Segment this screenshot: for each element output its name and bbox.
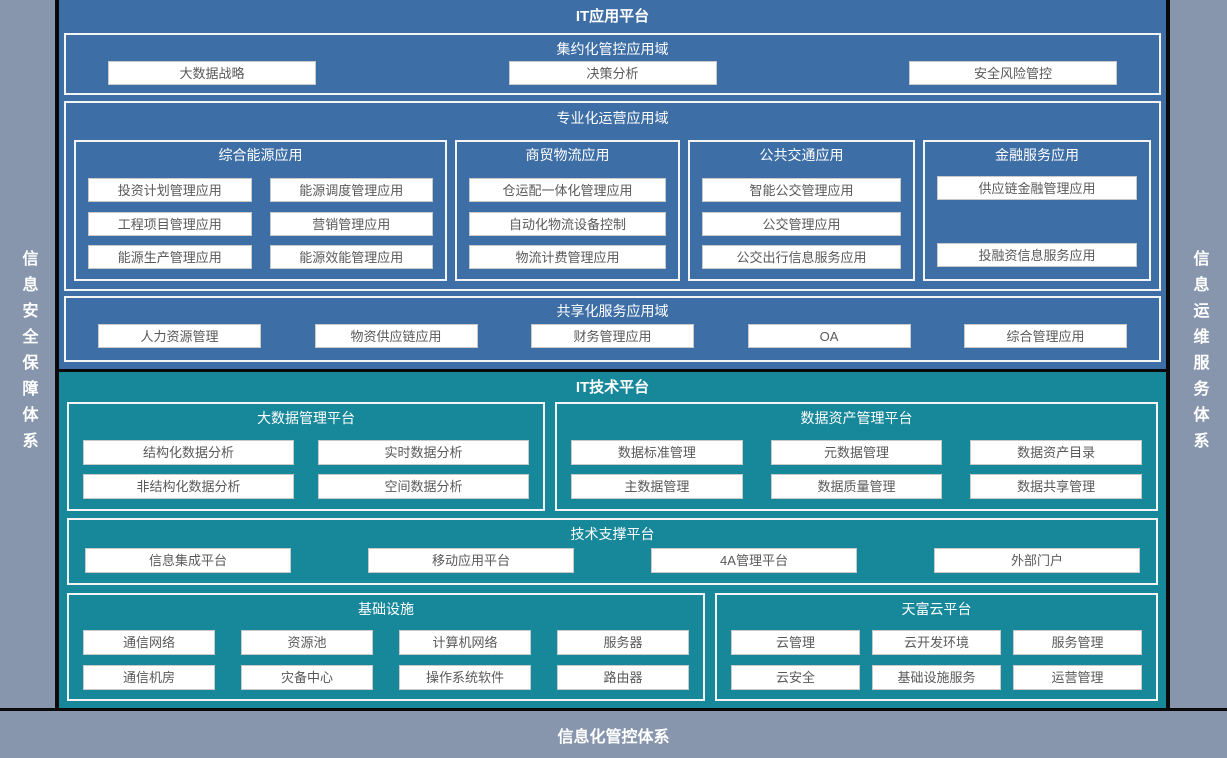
item-box: 物资供应链应用	[314, 324, 478, 348]
item-box: 云开发环境	[872, 630, 1001, 656]
group-box-energy: 综合能源应用 投资计划管理应用能源调度管理应用工程项目管理应用营销管理应用能源生…	[74, 140, 447, 281]
group-title-logistics: 商贸物流应用	[525, 147, 610, 163]
item-box: 通信网络	[83, 630, 215, 656]
item-box: 工程项目管理应用	[88, 211, 252, 236]
right-rail: 信息运维服务体系	[1170, 0, 1227, 708]
item-box: 公交管理应用	[702, 211, 901, 236]
item-box: 自动化物流设备控制	[469, 211, 666, 236]
item-box: 操作系统软件	[399, 664, 531, 690]
intensive-items: 大数据战略 决策分析 安全风险管控	[66, 61, 1159, 85]
bottom-bar: 信息化管控体系	[0, 711, 1227, 758]
item-box: 数据标准管理	[571, 439, 743, 465]
tech-title-bigdata: 大数据管理平台	[257, 410, 355, 426]
tech-items-cloud: 云管理云开发环境服务管理云安全基础设施服务运营管理	[731, 621, 1142, 699]
bottom-bar-label: 信息化管控体系	[557, 728, 670, 746]
app-platform-title: IT应用平台	[575, 8, 650, 25]
app-platform-section: IT应用平台 集约化管控应用域 大数据战略 决策分析 安全风险管控 专业化运营应用域…	[59, 0, 1166, 369]
tech-title-dataasset: 数据资产管理平台	[800, 410, 913, 426]
professional-groups-row: 综合能源应用 投资计划管理应用能源调度管理应用工程项目管理应用营销管理应用能源生…	[74, 140, 1151, 281]
item-box: 资源池	[241, 630, 373, 656]
item-box: 服务管理	[1013, 630, 1142, 656]
item-box: 运营管理	[1013, 664, 1142, 690]
item-box: 结构化数据分析	[83, 439, 294, 465]
item-box: 大数据战略	[108, 61, 316, 85]
group-items-transport: 智能公交管理应用公交管理应用公交出行信息服务应用	[702, 168, 901, 279]
tech-box-bigdata: 大数据管理平台 结构化数据分析实时数据分析非结构化数据分析空间数据分析	[67, 402, 545, 511]
group-items-finance: 供应链金融管理应用投融资信息服务应用	[937, 168, 1137, 279]
shared-domain-box: 共享化服务应用域 人力资源管理 物资供应链应用 财务管理应用 OA 综合管理应用	[64, 296, 1161, 362]
item-box: 能源效能管理应用	[269, 245, 433, 270]
item-box: 灾备中心	[241, 664, 373, 690]
item-box: 营销管理应用	[269, 211, 433, 236]
item-box: 物流计费管理应用	[469, 245, 666, 270]
item-box: 数据共享管理	[970, 474, 1142, 500]
group-box-transport: 公共交通应用 智能公交管理应用公交管理应用公交出行信息服务应用	[688, 140, 915, 281]
group-title-energy: 综合能源应用	[218, 147, 303, 163]
group-box-logistics: 商贸物流应用 仓运配一体化管理应用自动化物流设备控制物流计费管理应用	[455, 140, 680, 281]
item-box: 智能公交管理应用	[702, 177, 901, 202]
item-box: 空间数据分析	[318, 474, 529, 500]
item-box: 元数据管理	[770, 439, 943, 465]
item-box: 能源生产管理应用	[88, 245, 252, 270]
item-box: 计算机网络	[399, 630, 531, 656]
item-box: 数据资产目录	[970, 439, 1142, 465]
item-box: 供应链金融管理应用	[937, 176, 1137, 200]
right-rail-label: 信息运维服务体系	[1190, 250, 1208, 458]
tech-title-cloud: 天富云平台	[901, 601, 972, 617]
left-rail: 信息安全保障体系	[0, 0, 55, 708]
item-box: 投资计划管理应用	[88, 177, 252, 202]
tech-items-bigdata: 结构化数据分析实时数据分析非结构化数据分析空间数据分析	[83, 430, 529, 509]
item-box: 决策分析	[508, 61, 717, 85]
item-box: 信息集成平台	[85, 548, 291, 573]
shared-items: 人力资源管理 物资供应链应用 财务管理应用 OA 综合管理应用	[66, 322, 1159, 348]
item-box: 公交出行信息服务应用	[702, 245, 901, 270]
item-box: 人力资源管理	[98, 324, 261, 348]
item-box: 基础设施服务	[872, 664, 1001, 690]
group-title-finance: 金融服务应用	[995, 147, 1079, 163]
item-box: 通信机房	[83, 664, 215, 690]
shared-domain-title: 共享化服务应用域	[556, 303, 669, 319]
group-box-finance: 金融服务应用 供应链金融管理应用投融资信息服务应用	[923, 140, 1151, 281]
item-box: OA	[747, 324, 911, 348]
tech-title-infra: 基础设施	[358, 601, 414, 617]
item-box: 云安全	[731, 664, 860, 690]
item-box: 服务器	[557, 630, 689, 656]
left-rail-label: 信息安全保障体系	[19, 250, 37, 458]
item-box: 4A管理平台	[651, 548, 857, 573]
item-box: 外部门户	[934, 548, 1140, 573]
tech-box-support: 技术支撑平台 信息集成平台 移动应用平台 4A管理平台 外部门户	[67, 518, 1158, 585]
tech-box-dataasset: 数据资产管理平台 数据标准管理 元数据管理 数据资产目录主数据管理 数据质量管理 数据共…	[555, 402, 1158, 511]
item-box: 路由器	[557, 664, 689, 690]
tech-box-cloud: 天富云平台 云管理云开发环境服务管理云安全基础设施服务运营管理	[715, 593, 1158, 701]
intensive-domain-box: 集约化管控应用域 大数据战略 决策分析 安全风险管控	[64, 33, 1161, 95]
professional-domain-title: 专业化运营应用域	[556, 110, 669, 126]
item-box: 实时数据分析	[318, 439, 529, 465]
tech-platform-section: IT技术平台 大数据管理平台 结构化数据分析实时数据分析非结构化数据分析空间数据…	[59, 372, 1166, 708]
item-box: 财务管理应用	[531, 324, 694, 348]
tech-items-dataasset: 数据标准管理 元数据管理 数据资产目录主数据管理 数据质量管理 数据共享管理	[571, 430, 1142, 509]
item-box: 云管理	[731, 630, 860, 656]
intensive-domain-title: 集约化管控应用域	[556, 41, 669, 57]
item-box: 数据质量管理	[770, 474, 943, 500]
tech-platform-title: IT技术平台	[575, 379, 650, 396]
item-box: 仓运配一体化管理应用	[469, 177, 666, 202]
tech-row-data: 大数据管理平台 结构化数据分析实时数据分析非结构化数据分析空间数据分析 数据资产…	[67, 402, 1158, 511]
tech-title-support: 技术支撑平台	[570, 526, 655, 542]
item-box: 投融资信息服务应用	[937, 243, 1137, 267]
item-box: 主数据管理	[571, 474, 743, 500]
tech-items-infra: 通信网络资源池计算机网络服务器通信机房灾备中心操作系统软件路由器	[83, 621, 689, 699]
tech-items-support: 信息集成平台 移动应用平台 4A管理平台 外部门户	[85, 546, 1140, 573]
group-items-energy: 投资计划管理应用能源调度管理应用工程项目管理应用营销管理应用能源生产管理应用能源…	[88, 168, 433, 279]
item-box: 能源调度管理应用	[269, 177, 433, 202]
group-items-logistics: 仓运配一体化管理应用自动化物流设备控制物流计费管理应用	[469, 168, 666, 279]
group-title-transport: 公共交通应用	[759, 147, 844, 163]
tech-row-infra: 基础设施 通信网络资源池计算机网络服务器通信机房灾备中心操作系统软件路由器 天富…	[67, 593, 1158, 701]
item-box: 移动应用平台	[368, 548, 574, 573]
item-box: 非结构化数据分析	[83, 474, 294, 500]
tech-box-infra: 基础设施 通信网络资源池计算机网络服务器通信机房灾备中心操作系统软件路由器	[67, 593, 705, 701]
item-box: 综合管理应用	[964, 324, 1127, 348]
main-diagram: IT应用平台 集约化管控应用域 大数据战略 决策分析 安全风险管控 专业化运营应用域…	[59, 0, 1166, 708]
item-box: 安全风险管控	[909, 61, 1117, 85]
professional-domain-box: 专业化运营应用域 综合能源应用 投资计划管理应用能源调度管理应用工程项目管理应用…	[64, 101, 1161, 291]
